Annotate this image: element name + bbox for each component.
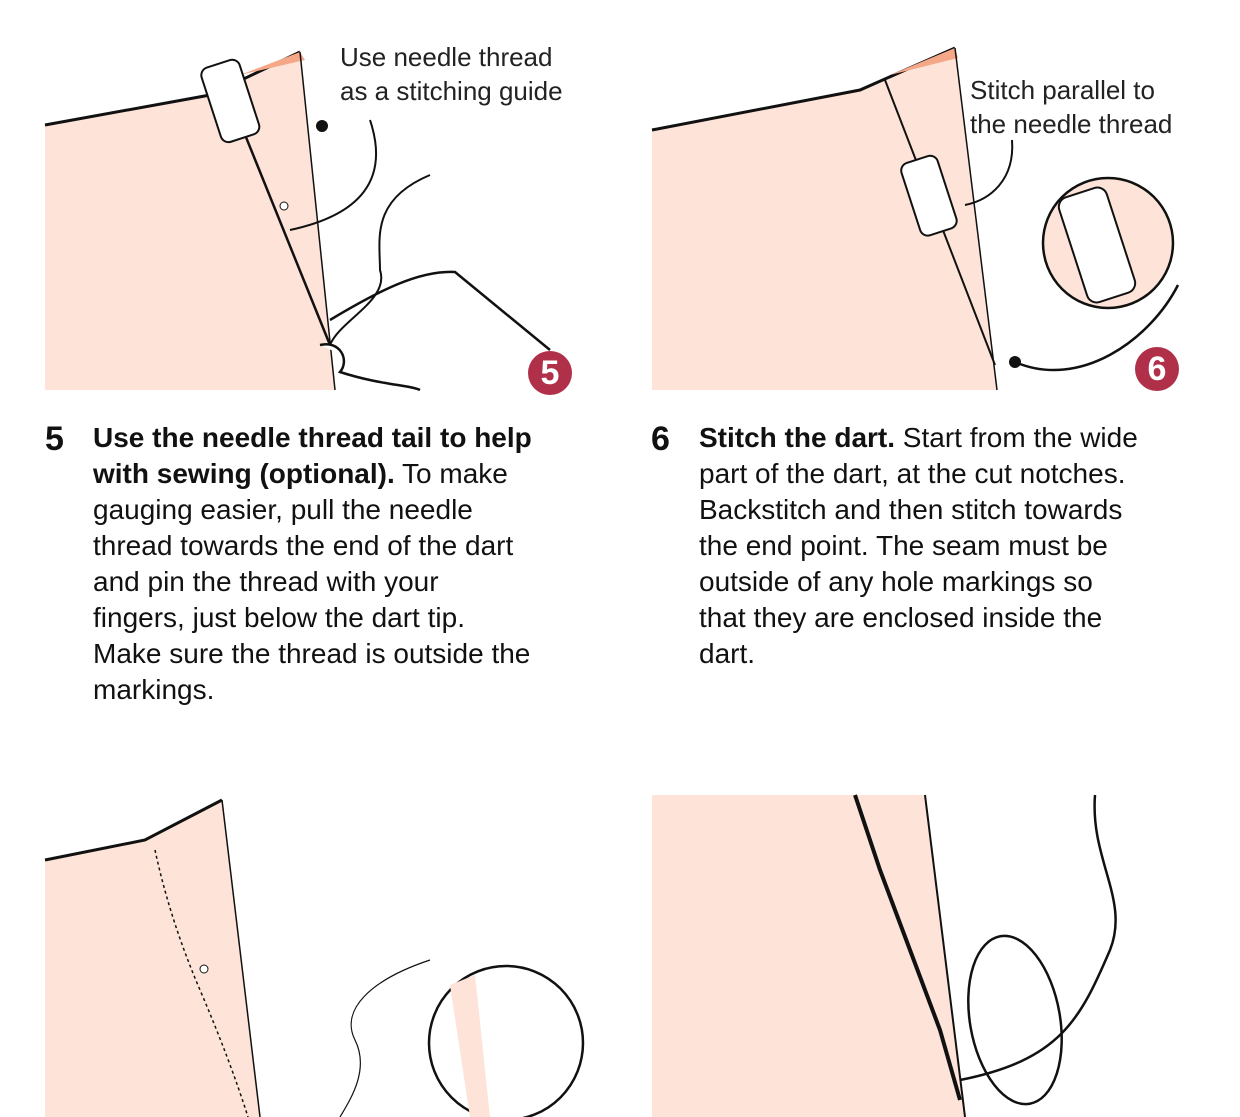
step6-title: Stitch the dart.	[699, 422, 896, 453]
panel6-callout: Stitch parallel to the needle thread	[970, 73, 1172, 141]
panel8-fabric-illustration	[652, 794, 1117, 1117]
panel6-fabric-illustration	[651, 46, 1180, 391]
step5-number: 5	[45, 420, 64, 458]
step5-title: Use the needle thread tail to help with …	[93, 422, 532, 489]
step6-text: Stitch the dart. Start from the wide par…	[699, 420, 1139, 672]
callout-line: Use needle thread	[340, 42, 553, 72]
step5-badge: 5	[528, 351, 572, 395]
step6-number: 6	[651, 420, 670, 458]
callout-line: as a stitching guide	[340, 76, 563, 106]
callout-line: Stitch parallel to	[970, 75, 1155, 105]
step5-body: To make gauging easier, pull the needle …	[93, 458, 531, 705]
step6-badge: 6	[1135, 347, 1179, 391]
step6-body: Start from the wide part of the dart, at…	[699, 422, 1138, 669]
panel7-fabric-illustration	[44, 798, 585, 1117]
panel5-fabric-illustration	[44, 50, 551, 392]
panel5-callout: Use needle thread as a stitching guide	[340, 40, 563, 108]
callout-line: the needle thread	[970, 109, 1173, 139]
step5-text: Use the needle thread tail to help with …	[93, 420, 533, 708]
